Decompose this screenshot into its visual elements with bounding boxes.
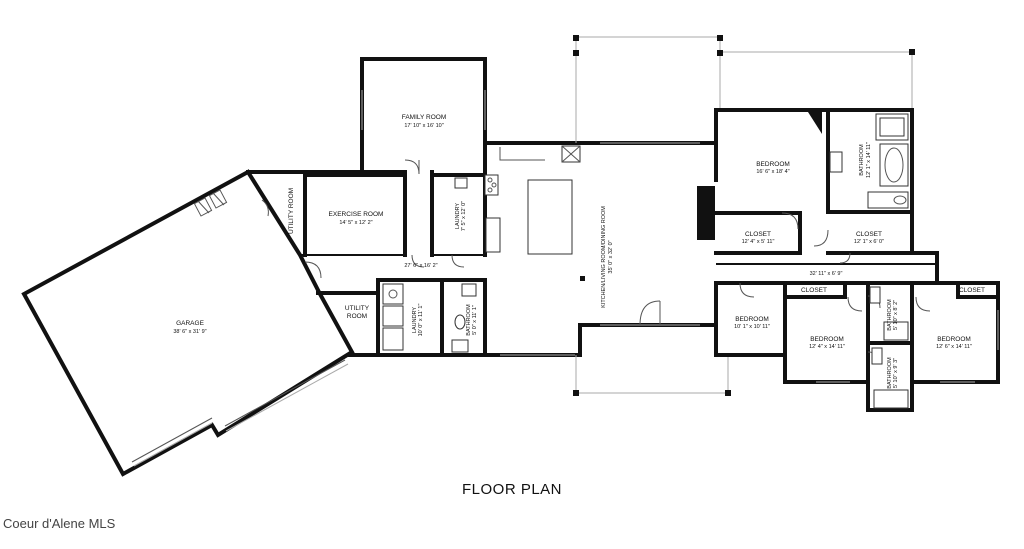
closet-4-label: CLOSET bbox=[959, 287, 985, 294]
utility-room-1-label: UTILITY ROOM bbox=[288, 188, 295, 234]
bathroom-1-dim: 5' 0" x 11' 1" bbox=[472, 305, 478, 335]
family-room-dim: 17' 10" x 16' 10" bbox=[404, 123, 443, 129]
family-room-label: FAMILY ROOM bbox=[402, 114, 447, 121]
garage bbox=[21, 169, 355, 477]
left-wing-walls bbox=[246, 57, 487, 357]
closet-3-label: CLOSET bbox=[801, 287, 827, 294]
bedroom-4-dim: 12' 6" x 14' 11" bbox=[936, 344, 972, 350]
master-bathroom-label: BATHROOM bbox=[859, 144, 865, 176]
master-suite-walls bbox=[714, 108, 939, 265]
left-wing-fixtures bbox=[382, 174, 501, 353]
master-bedroom-label: BEDROOM bbox=[756, 161, 790, 168]
laundry-2-dim: 10' 0" x 11' 1" bbox=[418, 304, 424, 337]
hall-1-dim: 27' 6" x 16' 2" bbox=[404, 263, 437, 269]
laundry-1-label: LAUNDRY bbox=[455, 203, 461, 230]
exercise-room-label: EXERCISE ROOM bbox=[329, 211, 384, 218]
closet-2-label: CLOSET bbox=[856, 231, 882, 238]
closet-1-label: CLOSET bbox=[745, 231, 771, 238]
utility-room-2-label-line1: UTILITY bbox=[345, 305, 370, 312]
mls-watermark: Coeur d'Alene MLS bbox=[3, 516, 116, 531]
laundry-1-dim: 7' 5" x 12' 0" bbox=[461, 201, 467, 231]
room-labels: GARAGE 38' 6" x 31' 9" UTILITY ROOM EXER… bbox=[173, 114, 985, 389]
utility-room-2-label-line2: ROOM bbox=[347, 313, 367, 320]
bathroom-3-dim: 5' 10" x 9' 3" bbox=[893, 358, 899, 388]
decks bbox=[573, 35, 915, 396]
bathroom-3-label: BATHROOM bbox=[887, 357, 893, 389]
bedroom-4-label: BEDROOM bbox=[937, 336, 971, 343]
kitchen-living-label: KITCHEN/LIVING ROOM/DINING ROOM bbox=[601, 206, 607, 308]
exercise-room-dim: 14' 5" x 12' 2" bbox=[339, 220, 372, 226]
master-bedroom-dim: 16' 6" x 18' 4" bbox=[756, 169, 789, 175]
floor-plan-title: FLOOR PLAN bbox=[461, 481, 563, 498]
laundry-2-label: LAUNDRY bbox=[412, 307, 418, 334]
bathroom-2-label: BATHROOM bbox=[887, 299, 893, 331]
bedroom-2-dim: 10' 1" x 10' 11" bbox=[734, 324, 770, 330]
bathroom-1-label: BATHROOM bbox=[466, 304, 472, 336]
closet-2-dim: 12' 1" x 6' 0" bbox=[854, 239, 884, 245]
hall-2-dim: 32' 11" x 6' 9" bbox=[810, 271, 843, 277]
garage-dim: 38' 6" x 31' 9" bbox=[173, 329, 206, 335]
kitchen-living-dim: 35' 0" x 32' 0" bbox=[608, 240, 614, 273]
bathroom-2-dim: 5' 10" x 8' 2" bbox=[893, 300, 899, 330]
garage-label: GARAGE bbox=[176, 320, 204, 327]
bedroom-3-dim: 12' 4" x 14' 11" bbox=[809, 344, 845, 350]
kitchen-living-walls bbox=[483, 108, 718, 357]
bedroom-2-label: BEDROOM bbox=[735, 316, 769, 323]
master-bathroom-dim: 12' 1" x 14' 11" bbox=[866, 142, 872, 178]
closet-1-dim: 12' 4" x 5' 11" bbox=[742, 239, 775, 245]
bedroom-wing-walls bbox=[714, 251, 1000, 412]
bedroom-3-label: BEDROOM bbox=[810, 336, 844, 343]
